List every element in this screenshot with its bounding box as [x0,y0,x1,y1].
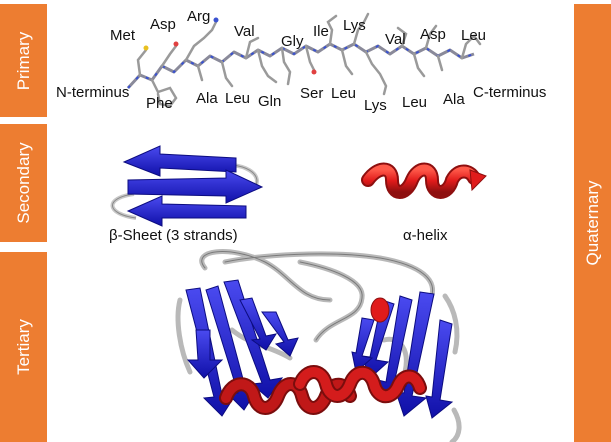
beta-strand [124,146,236,176]
beta-sheet-caption: β-Sheet (3 strands) [109,227,238,244]
residue-label: Lys [364,97,387,114]
residue-label: Ala [196,90,218,107]
residue-label: Ser [300,85,323,102]
residue-label: Asp [150,16,176,33]
residue-label: Leu [402,94,427,111]
residue-label: Asp [420,26,446,43]
beta-strand [128,170,262,203]
residue-label: Leu [225,90,250,107]
residue-label: Gly [281,33,304,50]
residue-label: Gln [258,93,281,110]
c-terminus-label: C-terminus [473,84,546,101]
alpha-helix-caption: α-helix [403,227,448,244]
residue-label: Arg [187,8,210,25]
residue-label: Met [110,27,136,44]
residue-label: Ile [313,23,329,40]
residue-label: Phe [146,95,173,112]
residue-labels: N-terminus C-terminus Met Asp Arg Val Gl… [56,8,546,114]
tertiary-fold [178,252,459,442]
residue-label: Leu [461,27,486,44]
residue-label: Leu [331,85,356,102]
residue-label: Lys [343,17,366,34]
beta-sheet [112,146,262,226]
n-terminus-label: N-terminus [56,84,129,101]
residue-label: Ala [443,91,465,108]
alpha-helix [368,170,486,193]
residue-label: Val [385,31,406,48]
residue-label: Val [234,23,255,40]
